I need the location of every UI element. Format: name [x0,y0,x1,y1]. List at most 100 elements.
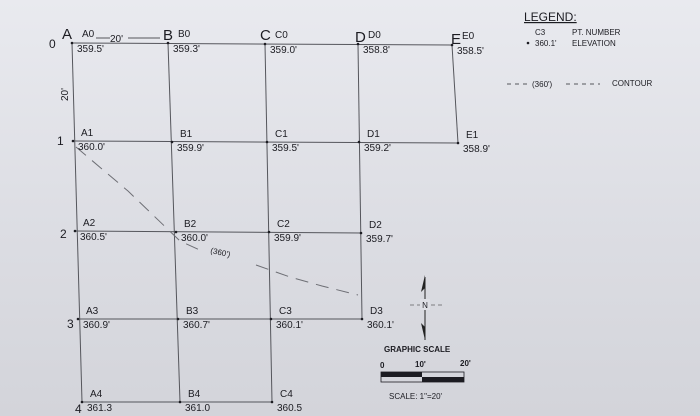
point-dot [456,141,460,145]
scale-tick-0: 0 [380,361,385,370]
survey-point-b1: B1 359.9' [170,129,204,154]
point-id-label: D0 [368,30,381,41]
contour-360: (360') [75,146,359,296]
point-elevation-label: 360.1' [276,320,303,331]
point-elevation-label: 359.5' [272,143,299,154]
column-letter-b: B [163,27,173,44]
point-dot [76,317,80,321]
point-dot [80,400,84,404]
point-dot [70,41,74,45]
grid-lines [71,42,459,403]
column-letter-d: D [355,29,366,46]
north-arrow-head-icon [421,275,425,292]
point-dot [263,42,267,46]
scale-tick-20: 20' [460,359,471,368]
point-id-label: A3 [86,306,99,317]
column-letter-c: C [260,27,271,44]
point-id-label: C1 [275,129,288,140]
row-number-3: 3 [67,317,74,331]
contour-label: (360') [210,246,232,259]
graphic-scale: GRAPHIC SCALE 0 10' 20' SCALE: 1"=20' [380,345,471,401]
grid-row-2-line [74,230,363,234]
point-elevation-label: 358.5' [457,46,484,57]
point-elevation-label: 360.5' [80,232,107,243]
point-dot [176,317,180,321]
legend-point-number-text: PT. NUMBER [572,28,621,37]
point-id-label: C0 [275,30,288,41]
legend-point-dot [526,41,530,45]
survey-point-d1: D1 359.2' [357,129,391,154]
point-dot [360,317,364,321]
point-id-label: B2 [184,219,197,230]
point-id-label: B1 [180,129,193,140]
point-id-label: E1 [466,130,479,141]
point-dot [71,139,75,143]
point-id-label: A4 [90,389,103,400]
scale-bar-segment-2 [422,377,464,382]
point-elevation-label: 360.0' [78,142,105,153]
grid-row-0-line [71,42,453,46]
point-id-label: D3 [370,306,383,317]
point-id-label: C4 [280,389,293,400]
point-elevation-label: 359.2' [364,143,391,154]
row-number-1: 1 [57,134,64,148]
point-dot [174,230,178,234]
point-elevation-label: 360.0' [181,233,208,244]
point-elevation-label: 359.9' [274,233,301,244]
survey-points: A0359.5'B0359.3'C0359.0'D0358.8'E0358.5'… [70,29,490,414]
point-id-label: B0 [178,29,191,40]
point-elevation-label: 358.9' [463,144,490,155]
point-id-label: E0 [462,31,475,42]
point-id-label: B3 [186,306,199,317]
legend-elevation-text: ELEVATION [572,39,616,48]
point-dot [166,41,170,45]
row-headers: 0 1 2 3 4 [49,37,82,416]
point-dot [270,400,274,404]
survey-point-c0: C0 359.0' [263,30,297,56]
point-elevation-label: 360.9' [83,320,110,331]
point-elevation-label: 359.9' [177,143,204,154]
grid-col-b-line [167,42,181,403]
point-dot [178,400,182,404]
point-elevation-label: 360.5 [277,403,302,414]
point-elevation-label: 361.0 [185,403,210,414]
north-arrow: N [410,275,442,340]
point-id-label: A2 [83,218,96,229]
point-dot [359,231,363,235]
survey-point-b3: B3 360.7' [176,306,210,331]
legend-title: LEGEND: [524,10,577,24]
point-id-label: C2 [277,219,290,230]
legend-contour-example: (360') [532,80,553,89]
north-arrow-tail-icon [421,323,425,340]
north-label-bg [420,299,430,310]
grid-col-e-line [451,44,459,144]
point-elevation-label: 359.3' [173,44,200,55]
contour-line-360 [75,146,359,296]
survey-point-e0: E0 358.5' [450,31,484,57]
point-elevation-label: 359.0' [270,45,297,56]
scale-text: SCALE: 1"=20' [389,392,443,401]
point-dot [356,42,360,46]
top-spacing-label: 20' [110,34,123,45]
point-dot [267,230,271,234]
point-elevation-label: 360.7' [183,320,210,331]
point-id-label: D1 [367,129,380,140]
survey-point-c4: C4 360.5 [270,389,302,414]
point-id-label: B4 [188,389,201,400]
dimension-marks: 20' 20' [60,34,160,101]
survey-point-a3: A3 360.9' [76,306,110,331]
column-letter-a: A [62,26,72,43]
legend-elevation-example: 360.1' [535,39,557,48]
survey-point-c1: C1 359.5' [265,129,299,154]
point-dot [450,43,454,47]
row-number-0: 0 [49,37,56,51]
column-letter-e: E [451,31,461,48]
point-id-label: D2 [369,220,382,231]
